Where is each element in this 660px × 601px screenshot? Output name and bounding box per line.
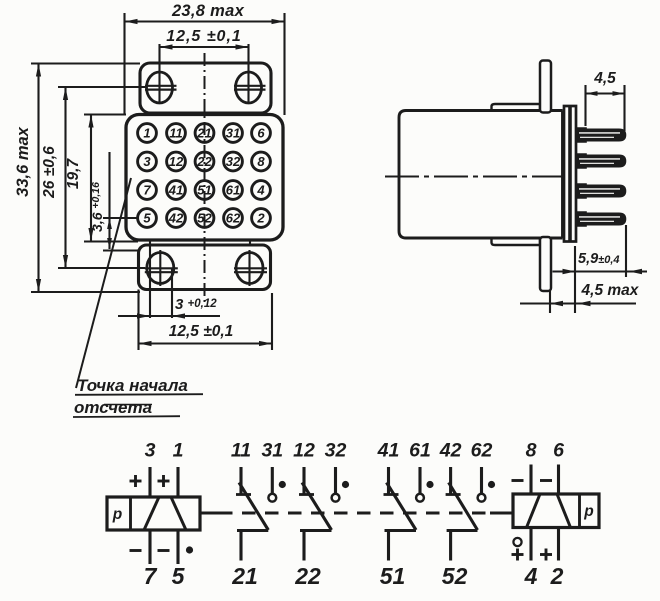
svg-text:33,6 max: 33,6 max [14, 126, 32, 197]
svg-text:42: 42 [439, 440, 462, 462]
svg-text:4: 4 [256, 183, 265, 198]
svg-text:3,6 +0,16: 3,6 +0,16 [89, 182, 105, 232]
svg-text:2: 2 [550, 563, 564, 589]
svg-text:12: 12 [169, 154, 184, 169]
svg-text:отсчета: отсчета [74, 398, 152, 417]
svg-text:12: 12 [293, 440, 315, 462]
svg-text:р: р [112, 506, 122, 523]
svg-text:22: 22 [294, 563, 321, 589]
svg-text:6: 6 [553, 440, 564, 462]
svg-text:2: 2 [256, 211, 265, 226]
svg-text:3: 3 [143, 154, 151, 169]
svg-text:1: 1 [173, 440, 184, 462]
svg-text:32: 32 [325, 440, 347, 462]
svg-text:Точка начала: Точка начала [77, 376, 188, 395]
svg-text:52: 52 [197, 211, 212, 226]
svg-text:6: 6 [257, 126, 265, 141]
svg-text:7: 7 [143, 183, 151, 198]
svg-text:4: 4 [524, 563, 538, 589]
svg-text:8: 8 [526, 440, 537, 462]
svg-text:7: 7 [144, 563, 158, 589]
svg-text:5,9±0,4: 5,9±0,4 [578, 251, 620, 267]
svg-text:51: 51 [197, 183, 211, 198]
svg-text:8: 8 [257, 154, 265, 169]
svg-text:4,5 max: 4,5 max [581, 282, 640, 299]
svg-text:41: 41 [377, 440, 400, 462]
svg-text:1: 1 [143, 126, 150, 141]
svg-text:31: 31 [261, 440, 283, 462]
svg-text:61: 61 [226, 183, 240, 198]
svg-text:51: 51 [380, 563, 406, 589]
svg-text:21: 21 [196, 126, 211, 141]
svg-text:42: 42 [168, 211, 184, 226]
svg-text:22: 22 [196, 154, 212, 169]
svg-text:5: 5 [143, 211, 151, 226]
svg-text:62: 62 [471, 440, 493, 462]
svg-text:3 +0,12: 3 +0,12 [175, 296, 217, 313]
svg-text:12,5 ±0,1: 12,5 ±0,1 [166, 28, 242, 45]
svg-text:19,7: 19,7 [65, 158, 82, 190]
svg-text:3: 3 [145, 440, 156, 462]
svg-text:32: 32 [226, 154, 241, 169]
svg-text:52: 52 [442, 563, 468, 589]
svg-text:62: 62 [226, 211, 241, 226]
svg-text:31: 31 [226, 126, 240, 141]
svg-text:26 ±0,6: 26 ±0,6 [41, 146, 58, 199]
svg-text:61: 61 [409, 440, 431, 462]
svg-text:21: 21 [231, 563, 258, 589]
svg-text:41: 41 [168, 183, 183, 198]
svg-text:12,5 ±0,1: 12,5 ±0,1 [169, 323, 234, 340]
svg-text:11: 11 [231, 440, 251, 462]
svg-text:11: 11 [169, 126, 183, 141]
svg-text:4,5: 4,5 [593, 70, 616, 87]
svg-text:5: 5 [172, 563, 186, 589]
svg-text:р: р [583, 503, 593, 520]
svg-text:23,8 max: 23,8 max [171, 2, 245, 20]
